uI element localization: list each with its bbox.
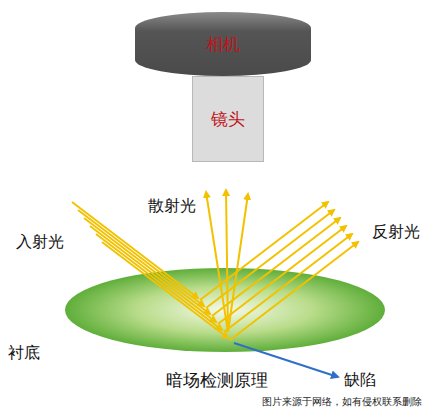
node-label: 镜头 [211, 108, 245, 131]
substrate-label: 衬底 [8, 343, 40, 362]
light-ray [84, 218, 210, 314]
defect-label: 缺陷 [344, 370, 376, 389]
incident-label: 入射光 [16, 232, 64, 251]
light-ray [224, 234, 352, 332]
diagram-title: 暗场检测原理 [166, 370, 268, 390]
scatter-label: 散射光 [148, 196, 196, 215]
light-ray [226, 190, 228, 332]
light-ray [206, 192, 228, 332]
light-ray [200, 202, 328, 300]
camera-body: 相机 [135, 12, 311, 76]
light-ray [96, 234, 222, 330]
light-ray [228, 194, 248, 332]
light-ray [78, 210, 204, 306]
light-rays [72, 190, 358, 340]
reflect-label: 反射光 [372, 222, 420, 241]
light-ray [230, 242, 358, 340]
light-ray [90, 226, 216, 322]
light-ray [212, 218, 340, 316]
lens-barrel: 镜头 [192, 76, 264, 162]
watermark: 图片来源于网络，如有侵权联系删除 [262, 396, 422, 408]
light-ray [206, 210, 334, 308]
light-ray [102, 242, 228, 338]
light-ray [72, 202, 198, 298]
node-label: 相机 [206, 33, 240, 56]
